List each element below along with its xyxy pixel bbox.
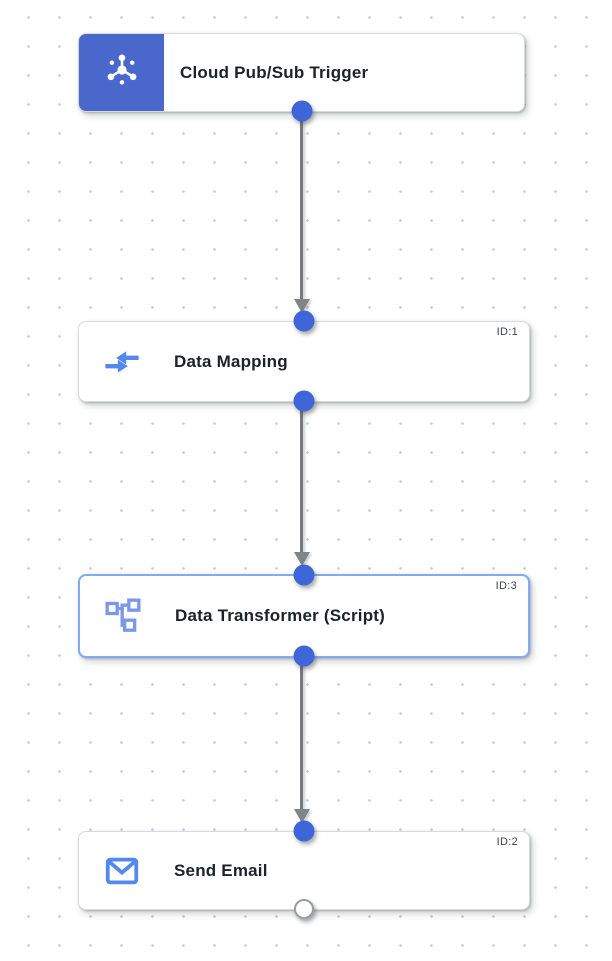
data-mapping-icon: [102, 342, 142, 382]
node-send-email[interactable]: ID:2 Send Email: [78, 820, 530, 919]
input-port[interactable]: [293, 564, 315, 586]
edge-line: [300, 114, 303, 303]
send-email-icon: [102, 851, 142, 891]
output-port[interactable]: [293, 390, 315, 412]
edge-data-mapping-to-transformer: [293, 402, 310, 574]
edge-line: [300, 660, 303, 813]
trigger-icon-block: [79, 34, 164, 111]
node-title: Send Email: [174, 860, 268, 880]
node-data-mapping[interactable]: ID:1 Data Mapping: [78, 310, 530, 412]
node-cloud-pubsub-trigger[interactable]: Cloud Pub/Sub Trigger: [78, 33, 525, 122]
output-port[interactable]: [293, 645, 315, 667]
output-port[interactable]: [291, 100, 312, 122]
node-title: Data Transformer (Script): [175, 606, 385, 625]
node-id-badge: ID:2: [496, 836, 518, 848]
node-title: Data Mapping: [174, 351, 288, 371]
pubsub-trigger-icon: [103, 51, 141, 94]
data-transformer-icon: [103, 596, 143, 636]
arrowhead-icon: [293, 552, 310, 566]
node-title: Cloud Pub/Sub Trigger: [180, 62, 369, 82]
input-port[interactable]: [293, 310, 315, 332]
input-port[interactable]: [293, 820, 315, 842]
arrowhead-icon: [293, 299, 310, 313]
node-data-transformer[interactable]: ID:3 Data Transformer (Script): [78, 564, 530, 667]
edge-trigger-to-data-mapping: [293, 112, 310, 321]
node-id-badge: ID:3: [495, 580, 517, 592]
edge-transformer-to-send-email: [293, 658, 310, 831]
arrowhead-icon: [293, 809, 310, 823]
edge-line: [300, 404, 303, 556]
add-connection-port[interactable]: [294, 899, 314, 919]
node-id-badge: ID:1: [496, 326, 518, 338]
